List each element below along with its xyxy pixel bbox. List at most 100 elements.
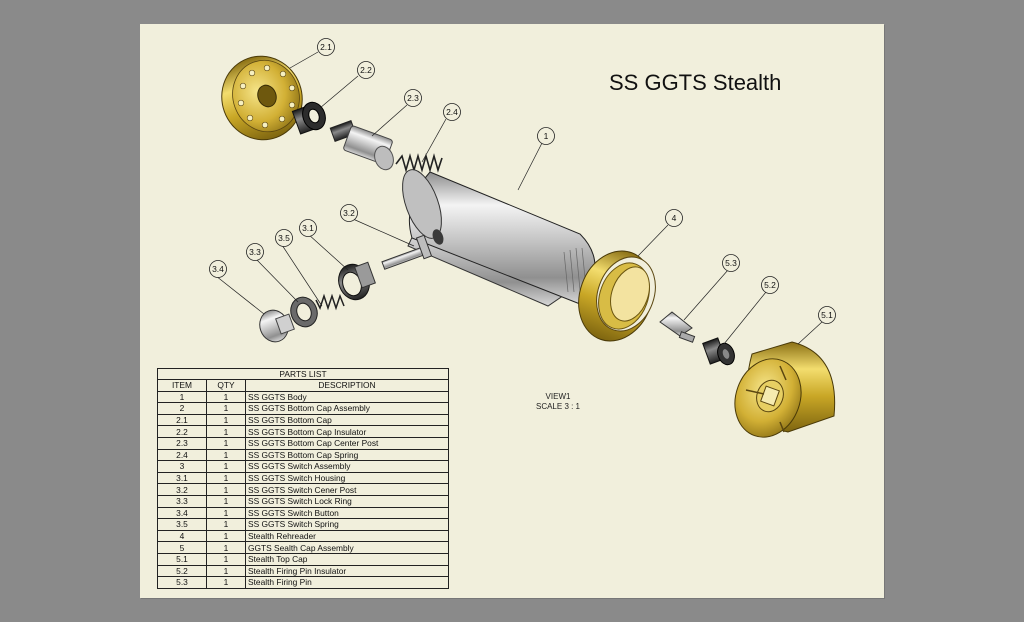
leader-lines xyxy=(215,51,823,345)
view-scale: SCALE 3 : 1 xyxy=(535,402,581,411)
cell-item: 3.5 xyxy=(157,518,207,531)
cell-qty: 1 xyxy=(206,506,246,520)
balloon-3-3: 3.3 xyxy=(246,243,264,261)
cell-description: SS GGTS Bottom Cap xyxy=(245,413,449,427)
cell-description: Stealth Firing Pin Insulator xyxy=(245,564,449,578)
cell-qty: 1 xyxy=(206,471,246,485)
cell-item: 3.2 xyxy=(157,483,207,496)
cell-item: 1 xyxy=(157,390,207,404)
cell-item: 2.1 xyxy=(157,413,207,427)
part-2-1-bottom-cap xyxy=(221,55,303,141)
cell-item: 5.2 xyxy=(157,564,207,578)
part-3-2-switch-center-post xyxy=(381,234,433,270)
part-5-2-insulator xyxy=(702,337,735,366)
cell-description: SS GGTS Body xyxy=(245,390,449,404)
balloon-1: 1 xyxy=(537,127,555,145)
cell-qty: 1 xyxy=(206,390,246,404)
balloon-4: 4 xyxy=(665,209,683,227)
cell-item: 3.4 xyxy=(157,506,207,520)
cell-item: 5.1 xyxy=(157,552,207,566)
balloon-3-2: 3.2 xyxy=(340,204,358,222)
cell-qty: 1 xyxy=(206,529,246,543)
cell-description: SS GGTS Bottom Cap Spring xyxy=(245,448,449,462)
cell-description: SS GGTS Switch Housing xyxy=(245,471,449,485)
cell-item: 3.3 xyxy=(157,494,207,508)
cell-item: 4 xyxy=(157,529,207,543)
view-name: VIEW1 xyxy=(545,392,571,401)
header-description: DESCRIPTION xyxy=(245,379,449,392)
cell-item: 3 xyxy=(157,460,207,473)
cell-qty: 1 xyxy=(206,448,246,462)
balloon-2-2: 2.2 xyxy=(357,61,375,79)
part-3-4-switch-button xyxy=(259,309,295,343)
balloon-3-4: 3.4 xyxy=(209,260,227,278)
balloon-label: 5.2 xyxy=(764,280,776,290)
part-2-4-spring xyxy=(395,153,443,173)
balloon-2-1: 2.1 xyxy=(317,38,335,56)
balloon-3-1: 3.1 xyxy=(299,219,317,237)
balloon-label: 2.3 xyxy=(407,93,419,103)
cell-qty: 1 xyxy=(206,460,246,473)
part-1-body xyxy=(402,169,596,307)
part-3-3-lock-ring xyxy=(290,296,318,328)
balloon-label: 3.5 xyxy=(278,233,290,243)
cell-item: 2.3 xyxy=(157,436,207,450)
balloon-label: 3.2 xyxy=(343,208,355,218)
part-5-3-firing-pin xyxy=(659,311,696,343)
balloon-5-3: 5.3 xyxy=(722,254,740,272)
cell-item: 2.4 xyxy=(157,448,207,462)
cell-item: 2 xyxy=(157,402,207,415)
cell-item: 2.2 xyxy=(157,425,207,438)
part-4-rethreader xyxy=(578,250,656,342)
parts-list-caption: PARTS LIST xyxy=(157,368,449,379)
cell-description: SS GGTS Switch Spring xyxy=(245,518,449,531)
header-qty: QTY xyxy=(206,379,246,392)
part-5-1-top-cap xyxy=(734,341,836,438)
balloons: 2.1 2.2 2.3 2.4 1 3.2 3.5 3.1 3.3 3.4 4 … xyxy=(209,38,836,324)
cell-description: GGTS Sealth Cap Assembly xyxy=(245,541,449,554)
cell-description: SS GGTS Switch Assembly xyxy=(245,460,449,473)
balloon-label: 5.3 xyxy=(725,258,737,268)
cell-description: SS GGTS Switch Lock Ring xyxy=(245,494,449,508)
cell-description: Stealth Top Cap xyxy=(245,552,449,566)
cell-qty: 1 xyxy=(206,541,246,554)
cell-qty: 1 xyxy=(206,483,246,496)
cell-qty: 1 xyxy=(206,518,246,531)
balloon-label: 3.3 xyxy=(249,247,261,257)
cell-qty: 1 xyxy=(206,402,246,415)
balloon-label: 2.1 xyxy=(320,42,332,52)
cell-item: 3.1 xyxy=(157,471,207,485)
part-2-3-center-post xyxy=(329,120,394,171)
balloon-label: 2.2 xyxy=(360,65,372,75)
cell-qty: 1 xyxy=(206,413,246,427)
cell-description: SS GGTS Bottom Cap Assembly xyxy=(245,402,449,415)
cell-description: Stealth Rehreader xyxy=(245,529,449,543)
cell-description: SS GGTS Switch Button xyxy=(245,506,449,520)
cell-description: SS GGTS Switch Cener Post xyxy=(245,483,449,496)
cell-item: 5.3 xyxy=(157,576,207,589)
part-3-5-switch-spring xyxy=(315,293,345,311)
balloon-label: 5.1 xyxy=(821,310,833,320)
exploded-assembly-drawing: 2.1 2.2 2.3 2.4 1 3.2 3.5 3.1 3.3 3.4 4 … xyxy=(209,38,836,438)
cell-description: Stealth Firing Pin xyxy=(245,576,449,589)
drawing-sheet: 2.1 2.2 2.3 2.4 1 3.2 3.5 3.1 3.3 3.4 4 … xyxy=(140,24,884,598)
cell-qty: 1 xyxy=(206,552,246,566)
drawing-title: SS GGTS Stealth xyxy=(609,70,782,95)
balloon-5-2: 5.2 xyxy=(761,276,779,294)
